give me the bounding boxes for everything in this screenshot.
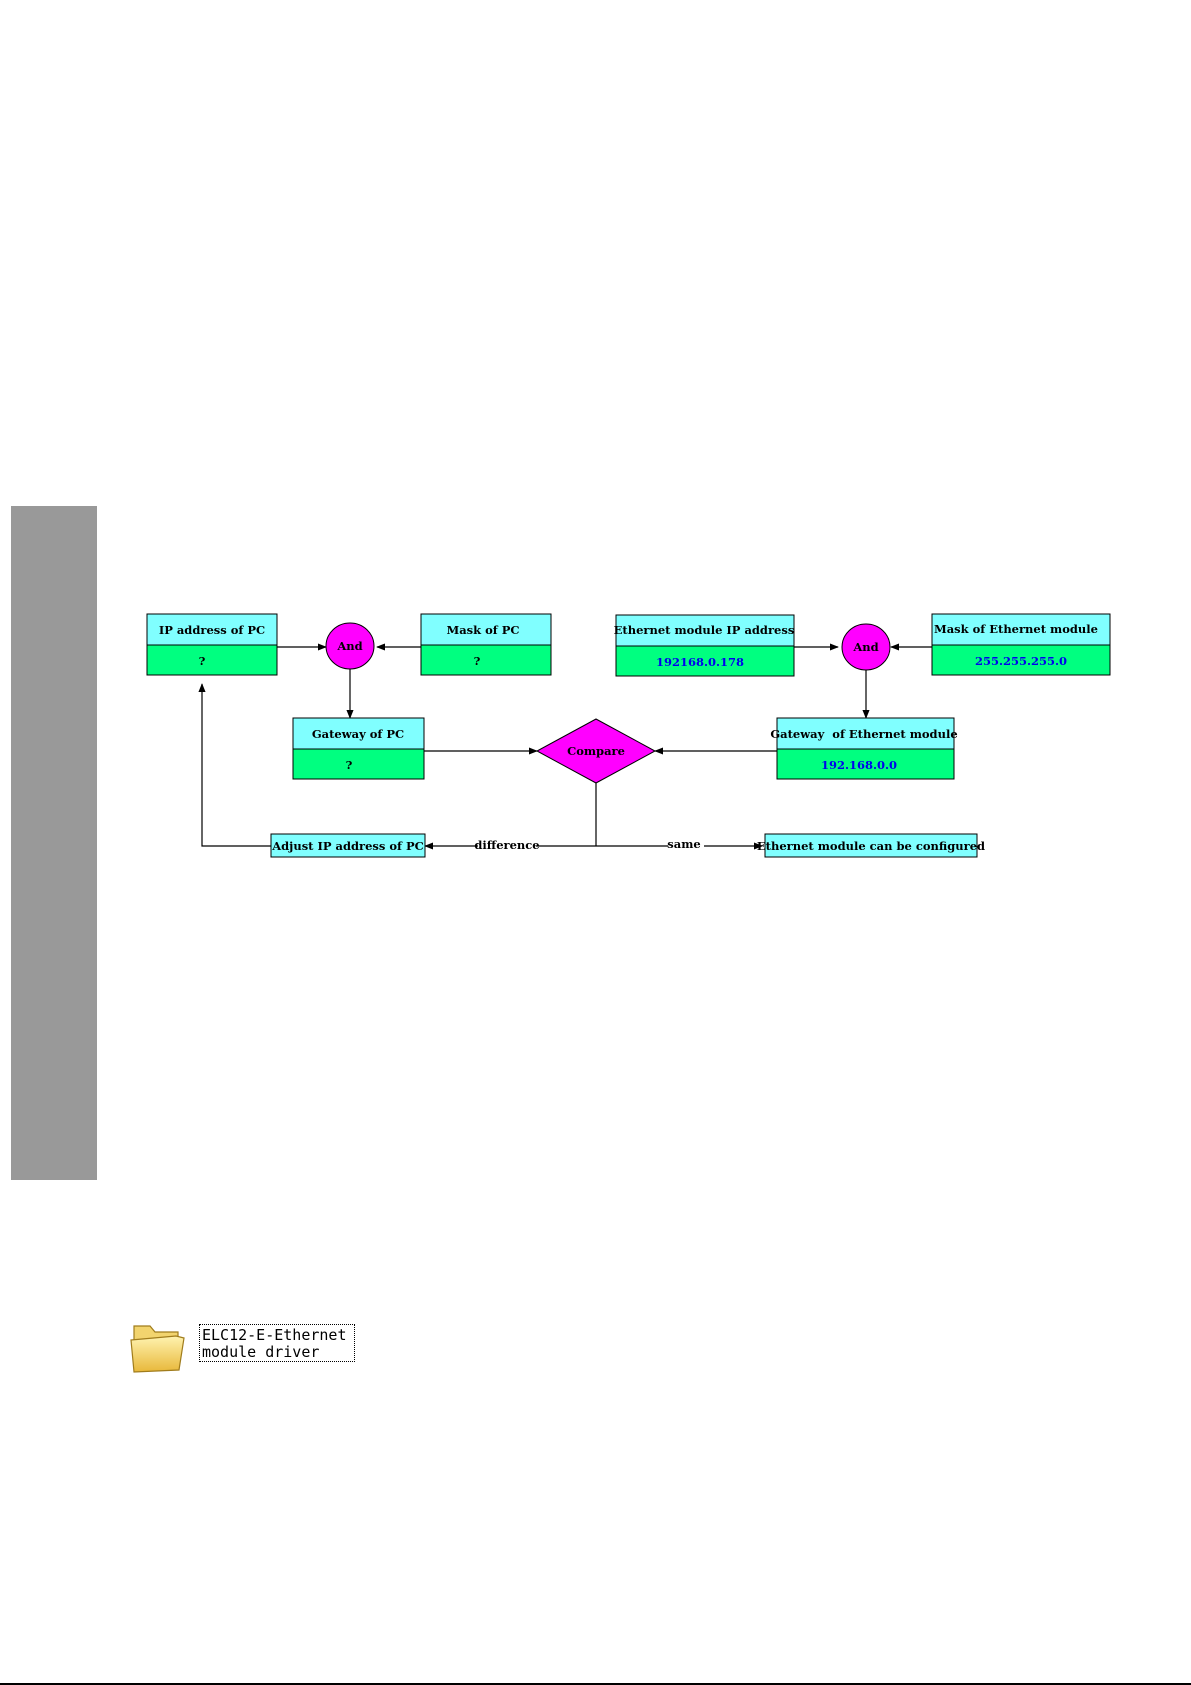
svg-text:Compare: Compare	[567, 744, 625, 758]
eth-ip-label: Ethernet module IP address	[614, 623, 795, 637]
feedback-arrow	[202, 684, 271, 846]
ip-of-pc-value: ?	[199, 654, 206, 668]
mask-of-pc-value: ?	[474, 654, 481, 668]
gateway-eth-label: Gateway of Ethernet module	[770, 727, 957, 741]
same-label: same	[667, 837, 700, 851]
and-node-right: And	[842, 624, 890, 670]
gateway-of-pc-box: Gateway of PC ?	[293, 718, 424, 779]
folder-label-line2: module driver	[202, 1343, 319, 1361]
svg-text:Adjust IP address of PC: Adjust IP address of PC	[271, 839, 424, 853]
folder-label-line1: ELC12-E-Ethernet	[202, 1326, 347, 1344]
mask-of-pc-box: Mask of PC ?	[421, 614, 551, 675]
mask-eth-value: 255.255.255.0	[975, 654, 1067, 668]
configured-box: Ethernet module can be configured	[757, 834, 985, 857]
gateway-eth-box: Gateway of Ethernet module 192.168.0.0	[770, 718, 957, 779]
eth-ip-box: Ethernet module IP address 192168.0.178	[614, 615, 795, 676]
adjust-ip-box: Adjust IP address of PC	[271, 834, 425, 857]
svg-text:Ethernet module can be configu: Ethernet module can be configured	[757, 839, 985, 853]
mask-eth-label: Mask of Ethernet module	[934, 622, 1098, 636]
mask-eth-box: Mask of Ethernet module 255.255.255.0	[932, 614, 1110, 675]
gateway-of-pc-value: ?	[346, 758, 353, 772]
mask-of-pc-label: Mask of PC	[446, 623, 519, 637]
gateway-eth-value: 192.168.0.0	[821, 758, 897, 772]
ip-of-pc-label: IP address of PC	[159, 623, 265, 637]
eth-ip-value: 192168.0.178	[656, 655, 744, 669]
svg-text:And: And	[336, 639, 362, 653]
gateway-of-pc-label: Gateway of PC	[312, 727, 404, 741]
difference-label: difference	[474, 838, 539, 852]
folder-icon[interactable]	[128, 1318, 188, 1376]
ip-of-pc-box: IP address of PC ?	[147, 614, 277, 675]
and-node-left: And	[326, 623, 374, 669]
svg-text:And: And	[852, 640, 878, 654]
compare-node: Compare	[537, 719, 655, 783]
folder-label[interactable]: ELC12-E-Ethernet module driver	[199, 1324, 355, 1362]
